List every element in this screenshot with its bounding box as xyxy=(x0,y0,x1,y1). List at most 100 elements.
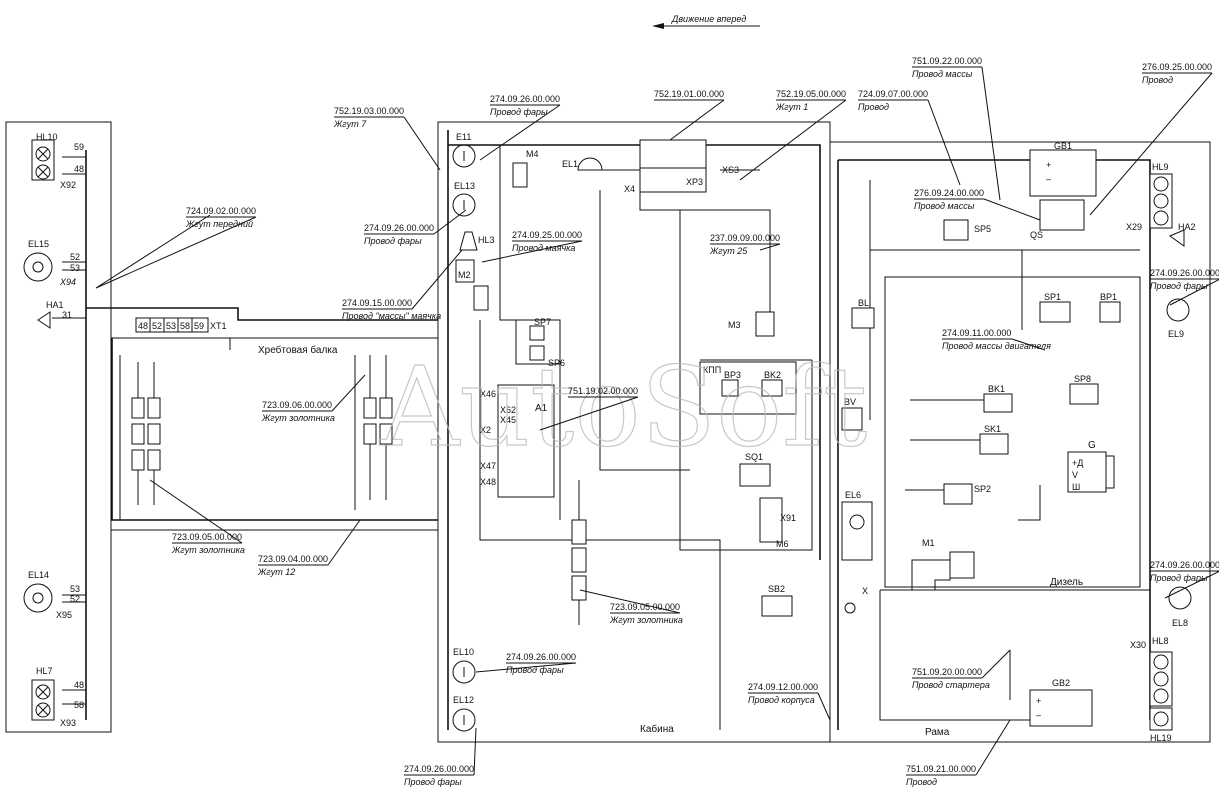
label-M1: M1 xyxy=(922,538,935,548)
label-GB2: GB2 xyxy=(1052,678,1070,688)
label-GB1: GB1 xyxy=(1054,141,1072,151)
svg-text:+: + xyxy=(1046,160,1051,170)
callout-code: 274.09.26.00.000 xyxy=(490,94,560,104)
frame-wiring xyxy=(837,159,1151,730)
connector-X xyxy=(844,602,856,614)
svg-text:59: 59 xyxy=(194,321,204,331)
label-HA1: HA1 xyxy=(46,300,64,310)
svg-text:31: 31 xyxy=(62,310,72,320)
callout-name: Провод маячка xyxy=(512,243,575,253)
label-BK1: BK1 xyxy=(988,384,1005,394)
label-EL1: EL1 xyxy=(562,159,578,169)
callout-code: 723.09.05.00.000 xyxy=(610,602,680,612)
callout-name: Провод xyxy=(1142,75,1173,85)
label-KPP: КПП xyxy=(703,365,721,375)
sensor-BL xyxy=(851,307,875,329)
label-X93: X93 xyxy=(60,718,76,728)
label-E11: E11 xyxy=(456,132,471,142)
svg-text:58: 58 xyxy=(180,321,190,331)
callout-code: 274.09.11.00.000 xyxy=(942,328,1011,338)
label-A1: A1 xyxy=(535,403,548,414)
label-BL: BL xyxy=(858,298,869,308)
gearbox-KPP xyxy=(699,361,797,415)
callout-code: 724.09.07.00.000 xyxy=(858,89,928,99)
callout-leader xyxy=(759,243,781,251)
svg-text:58: 58 xyxy=(74,700,84,710)
lamp-EL14 xyxy=(23,583,53,613)
label-SP8: SP8 xyxy=(1074,374,1091,384)
svg-text:X47: X47 xyxy=(480,461,496,471)
lamp-EL6 xyxy=(841,501,873,561)
callout-name: Провод массы двигателя xyxy=(942,341,1051,351)
sensor-BP1 xyxy=(1099,301,1121,323)
horn-HA2 xyxy=(1168,229,1185,247)
callout-leader xyxy=(327,519,361,566)
callout-name: Жгут передний xyxy=(185,219,253,229)
callout-code: 723.09.04.00.000 xyxy=(258,554,328,564)
label-XT1: XT1 xyxy=(210,321,227,331)
callout-leader xyxy=(475,662,577,673)
label-SP5: SP5 xyxy=(974,224,991,234)
lamp-EL13 xyxy=(452,193,476,217)
label-HL3: HL3 xyxy=(478,235,495,245)
label-X4: X4 xyxy=(624,184,635,194)
label-SP2: SP2 xyxy=(974,484,991,494)
front-panel-frame xyxy=(5,121,112,733)
callout-name: Провод массы xyxy=(912,69,973,79)
callout-leader xyxy=(1164,570,1219,599)
svg-text:Ш: Ш xyxy=(1072,482,1080,492)
callout-leader xyxy=(473,727,477,776)
callout-leader xyxy=(411,249,463,310)
svg-text:X62: X62 xyxy=(500,405,516,415)
callout-code: 752.19.05.00.000 xyxy=(776,89,846,99)
lamp-EL9 xyxy=(1166,298,1190,322)
callout-code: 752.19.01.00.000 xyxy=(654,89,724,99)
callout-name: Провод стартера xyxy=(912,680,990,690)
sensor-BV xyxy=(841,407,863,431)
motor-M2 xyxy=(455,259,489,311)
callout-name: Провод "массы" маячка xyxy=(342,311,441,321)
label-M2: M2 xyxy=(458,270,471,280)
callout-code: 237.09.09.00.000 xyxy=(710,233,780,243)
direction-arrow xyxy=(652,23,760,29)
battery-GB1 xyxy=(1029,149,1097,197)
label-M3: M3 xyxy=(728,320,741,330)
cabin-wiring xyxy=(447,130,821,730)
label-QS: QS xyxy=(1030,230,1043,240)
label-X91: X91 xyxy=(780,513,796,523)
motor-M6 xyxy=(759,497,783,543)
callout-leader xyxy=(433,209,467,235)
direction-label: Движение вперед xyxy=(671,14,746,24)
sensor-BK1 xyxy=(983,393,1013,413)
label-X30: X30 xyxy=(1130,640,1146,650)
motor-M3 xyxy=(755,311,775,337)
callout-leader xyxy=(739,99,847,181)
callout: 752.19.01.00.000 xyxy=(654,89,725,141)
generator-G: +Д V Ш xyxy=(1067,451,1115,493)
diesel-zone xyxy=(884,276,1141,588)
lamp-EL8 xyxy=(1168,586,1192,610)
callout-name: Провод xyxy=(858,102,889,112)
button-SB2 xyxy=(761,595,793,617)
label-EL15: EL15 xyxy=(28,239,49,249)
callout: 751.19.02.00.000 xyxy=(539,386,639,431)
battery-GB2 xyxy=(1029,689,1093,727)
callout-leader xyxy=(975,719,1011,776)
callout-code: 274.09.26.00.000 xyxy=(1150,268,1219,278)
callout-code: 723.09.05.00.000 xyxy=(172,532,242,542)
callout-code: 751.09.21.00.000 xyxy=(906,764,976,774)
svg-text:52: 52 xyxy=(152,321,162,331)
valve-block-mid xyxy=(363,355,393,500)
callout-leader xyxy=(403,116,441,171)
